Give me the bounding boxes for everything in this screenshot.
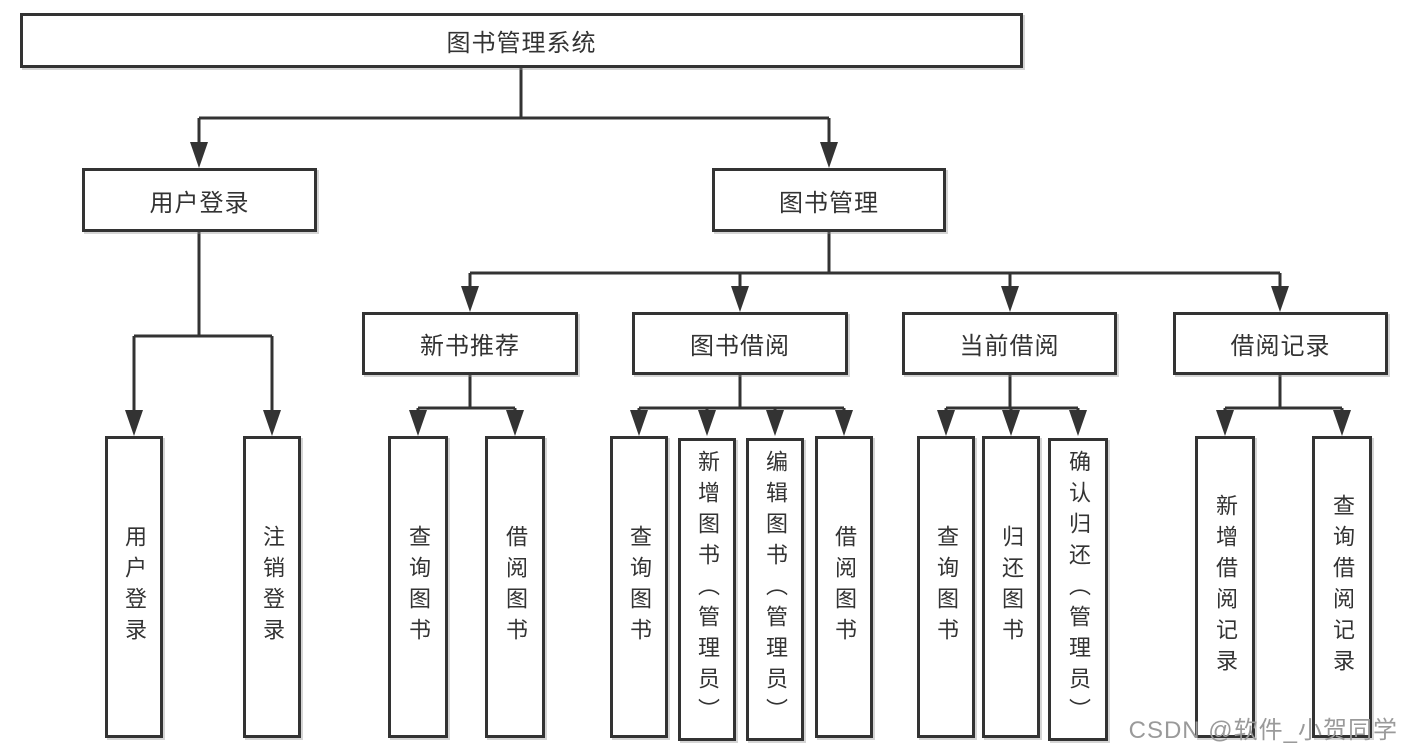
node-user-login: 用户登录: [82, 168, 317, 232]
leaf-label: 注销登录: [260, 525, 285, 649]
leaf-label: 新增图书（管理员）: [695, 450, 720, 729]
leaf-query-books-borrow: 查询图书: [610, 436, 668, 738]
node-label: 图书管理: [779, 189, 879, 217]
leaf-query-books-recommend: 查询图书: [388, 436, 448, 738]
leaf-logout: 注销登录: [243, 436, 301, 738]
leaf-confirm-return-admin: 确认归还（管理员）: [1048, 438, 1108, 741]
leaf-label: 归还图书: [999, 525, 1024, 649]
leaf-edit-books-admin: 编辑图书（管理员）: [746, 438, 804, 741]
leaf-return-books: 归还图书: [982, 436, 1040, 738]
node-borrow-records: 借阅记录: [1173, 312, 1388, 375]
leaf-label: 编辑图书（管理员）: [763, 450, 788, 729]
node-library-system: 图书管理系统: [20, 13, 1023, 68]
node-current-borrow: 当前借阅: [902, 312, 1117, 375]
node-book-management: 图书管理: [712, 168, 946, 232]
leaf-label: 查询图书: [934, 525, 959, 649]
leaf-label: 借阅图书: [832, 525, 857, 649]
leaf-query-borrow-record: 查询借阅记录: [1312, 436, 1372, 738]
leaf-borrow-books: 借阅图书: [815, 436, 873, 738]
node-new-book-recommend: 新书推荐: [362, 312, 578, 375]
node-label: 当前借阅: [959, 333, 1060, 360]
leaf-label: 查询借阅记录: [1330, 494, 1355, 680]
csdn-watermark: CSDN @软件_小贺同学: [1128, 717, 1398, 744]
leaf-label: 确认归还（管理员）: [1066, 450, 1091, 729]
leaf-add-borrow-record: 新增借阅记录: [1195, 436, 1255, 738]
leaf-label: 新增借阅记录: [1213, 494, 1238, 680]
leaf-user-login: 用户登录: [105, 436, 163, 738]
node-label: 新书推荐: [420, 333, 520, 360]
node-label: 图书借阅: [690, 333, 790, 360]
leaf-borrow-books-recommend: 借阅图书: [485, 436, 545, 738]
leaf-query-books-current: 查询图书: [917, 436, 975, 738]
node-label: 用户登录: [149, 189, 250, 217]
node-label: 图书管理系统: [446, 30, 597, 57]
node-label: 借阅记录: [1230, 333, 1331, 360]
leaf-label: 查询图书: [406, 525, 431, 649]
leaf-label: 借阅图书: [503, 525, 528, 649]
leaf-label: 查询图书: [627, 525, 652, 649]
leaf-label: 用户登录: [122, 525, 147, 649]
node-book-borrow: 图书借阅: [632, 312, 848, 375]
leaf-add-books-admin: 新增图书（管理员）: [678, 438, 736, 741]
